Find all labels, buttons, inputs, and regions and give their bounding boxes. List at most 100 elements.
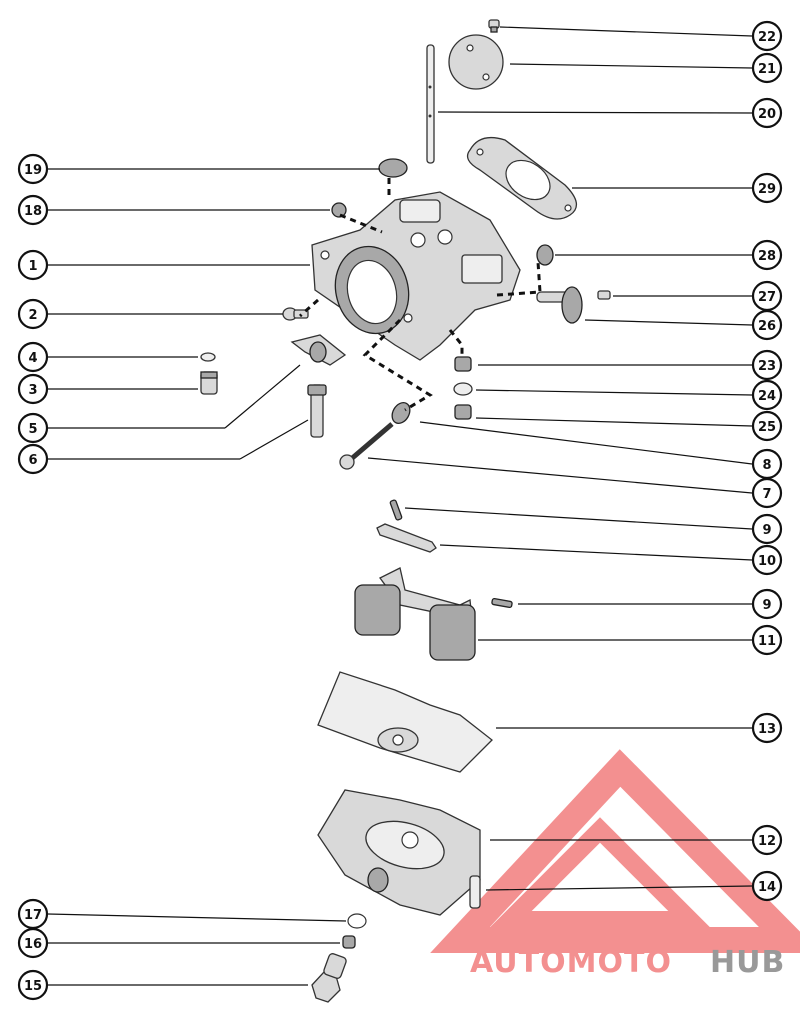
callout-10[interactable]: 10 [751, 544, 783, 576]
svg-text:26: 26 [758, 319, 776, 334]
callout-16[interactable]: 16 [17, 927, 49, 959]
part-17-o-ring [347, 913, 367, 929]
part-28-plug [536, 244, 554, 266]
svg-text:22: 22 [758, 30, 776, 45]
part-10-lever [376, 523, 437, 553]
part-3-jet [200, 371, 218, 395]
callout-27[interactable]: 27 [751, 280, 783, 312]
callout-3[interactable]: 3 [17, 373, 49, 405]
part-11-float [354, 567, 476, 661]
callout-18[interactable]: 18 [17, 194, 49, 226]
svg-text:8: 8 [762, 458, 771, 473]
part-5-nozzle [290, 334, 347, 366]
callout-28[interactable]: 28 [751, 239, 783, 271]
callout-6[interactable]: 6 [17, 443, 49, 475]
svg-text:17: 17 [24, 908, 42, 923]
svg-text:7: 7 [762, 487, 771, 502]
part-22-screw [488, 19, 500, 33]
part-23-cap [454, 356, 472, 372]
svg-text:24: 24 [758, 389, 776, 404]
part-8-spring [391, 402, 411, 424]
part-4-washer [200, 352, 216, 362]
callout-24[interactable]: 24 [751, 379, 783, 411]
svg-text:6: 6 [28, 453, 37, 468]
part-12-float-bowl [317, 789, 481, 916]
svg-text:16: 16 [24, 937, 42, 952]
callout-26[interactable]: 26 [751, 309, 783, 341]
svg-text:25: 25 [758, 420, 776, 435]
part-15-drain-screw [311, 953, 347, 1003]
callout-5[interactable]: 5 [17, 412, 49, 444]
callouts: 22 21 20 19 29 18 1 28 27 2 26 4 23 3 24… [17, 20, 783, 1001]
callout-11[interactable]: 11 [751, 624, 783, 656]
callout-21[interactable]: 21 [751, 52, 783, 84]
assembly-dashes [299, 178, 542, 412]
callout-9-lower[interactable]: 9 [751, 588, 783, 620]
callout-22[interactable]: 22 [751, 20, 783, 52]
svg-text:11: 11 [758, 634, 776, 649]
part-2-screw [282, 307, 309, 321]
callout-25[interactable]: 25 [751, 410, 783, 442]
svg-text:9: 9 [762, 523, 771, 538]
part-27-screw [597, 290, 611, 300]
watermark-text-automoto: AUTOMOTO [470, 945, 672, 980]
svg-text:28: 28 [758, 249, 776, 264]
part-13-gasket [317, 671, 493, 773]
svg-text:19: 19 [24, 163, 42, 178]
watermark-triangle-outer [430, 749, 800, 953]
part-16-plug [342, 935, 356, 949]
svg-text:21: 21 [758, 62, 776, 77]
svg-text:20: 20 [758, 107, 776, 122]
part-6-main-jet [307, 384, 327, 438]
part-24-washer [453, 382, 473, 396]
svg-text:5: 5 [28, 422, 37, 437]
part-1-carburetor-body [311, 191, 521, 361]
callout-13[interactable]: 13 [751, 712, 783, 744]
svg-text:3: 3 [28, 383, 37, 398]
svg-text:12: 12 [758, 834, 776, 849]
part-19-seal [378, 158, 408, 178]
part-7-needle-screw [339, 422, 394, 470]
svg-text:18: 18 [24, 204, 42, 219]
svg-text:4: 4 [28, 351, 37, 366]
callout-23[interactable]: 23 [751, 349, 783, 381]
parts [200, 19, 611, 1003]
part-18-plug [331, 202, 347, 218]
svg-text:9: 9 [762, 598, 771, 613]
part-21-plate [448, 34, 504, 90]
callout-1[interactable]: 1 [17, 249, 49, 281]
svg-text:10: 10 [758, 554, 776, 569]
part-29-gasket [466, 136, 577, 220]
watermark-logo: AUTOMOTO HUB [430, 749, 800, 980]
svg-text:27: 27 [758, 290, 776, 305]
part-26-choke-lever [536, 286, 583, 324]
watermark-text-hub: HUB [710, 945, 785, 980]
callout-2[interactable]: 2 [17, 298, 49, 330]
svg-text:14: 14 [758, 880, 776, 895]
callout-9-upper[interactable]: 9 [751, 513, 783, 545]
callout-7[interactable]: 7 [751, 477, 783, 509]
callout-19[interactable]: 19 [17, 153, 49, 185]
part-9-pin-lower [491, 597, 513, 609]
svg-text:23: 23 [758, 359, 776, 374]
callout-8[interactable]: 8 [751, 448, 783, 480]
callout-29[interactable]: 29 [751, 172, 783, 204]
svg-text:15: 15 [24, 979, 42, 994]
svg-text:1: 1 [28, 259, 37, 274]
callout-14[interactable]: 14 [751, 870, 783, 902]
callout-4[interactable]: 4 [17, 341, 49, 373]
part-14-screw [469, 875, 481, 909]
leader-lines [47, 26, 753, 986]
callout-17[interactable]: 17 [17, 898, 49, 930]
watermark-triangle-inner [488, 817, 712, 929]
svg-text:29: 29 [758, 182, 776, 197]
part-25-spring [454, 404, 472, 420]
callout-15[interactable]: 15 [17, 969, 49, 1001]
callout-20[interactable]: 20 [751, 97, 783, 129]
part-20-rod [426, 44, 435, 164]
svg-text:13: 13 [758, 722, 776, 737]
part-9-pin-upper [389, 499, 403, 521]
svg-text:2: 2 [28, 308, 37, 323]
callout-12[interactable]: 12 [751, 824, 783, 856]
